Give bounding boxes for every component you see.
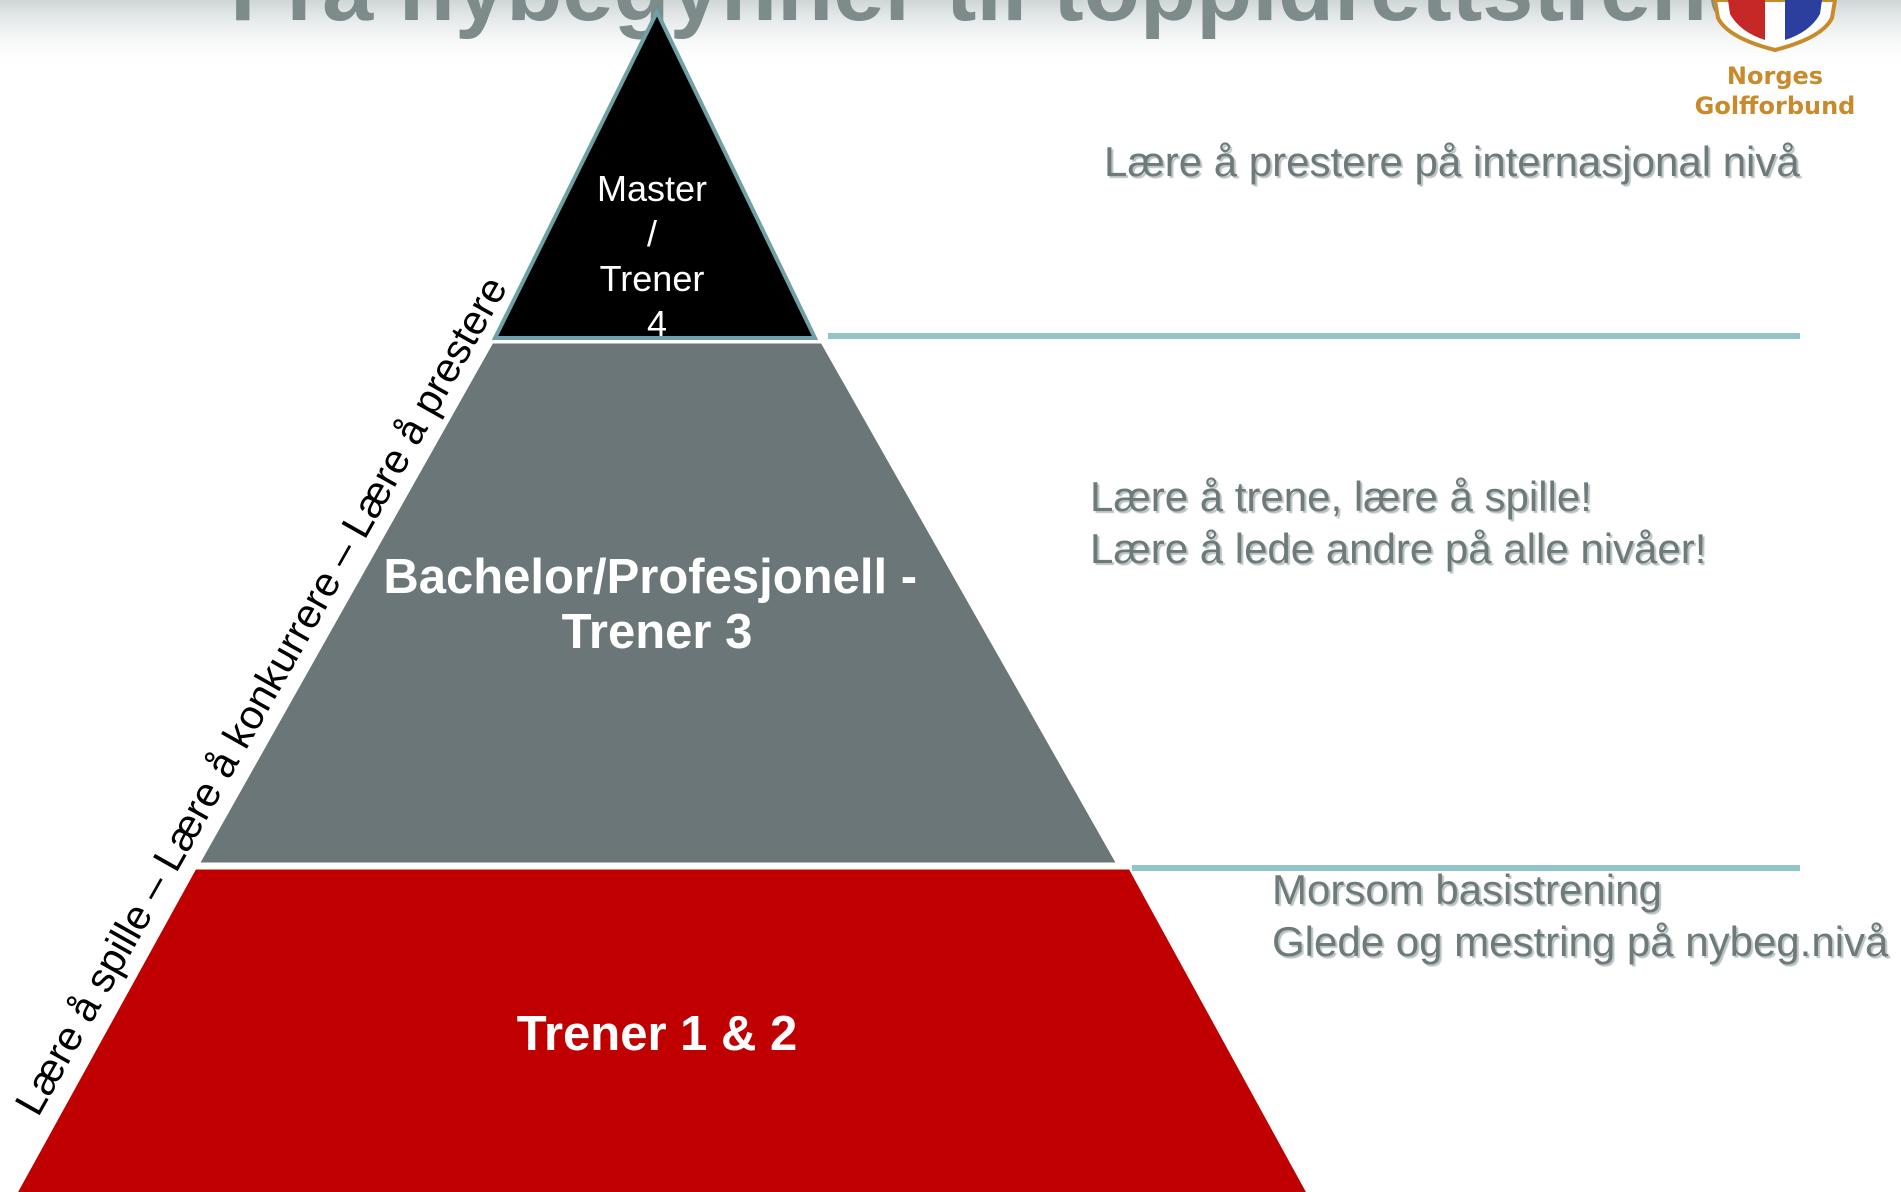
description-top-line1: Lære å prestere på internasjonal nivå xyxy=(1104,138,1800,185)
tier-bottom-shape xyxy=(14,866,1310,1192)
tier-bottom-label: Trener 1 & 2 xyxy=(517,1007,798,1061)
logo-line2: Golfforbund xyxy=(1695,92,1856,120)
description-middle-line1: Lære å trene, lære å spille! xyxy=(1090,473,1592,520)
description-bottom-line2: Glede og mestring på nybeg.nivå xyxy=(1272,918,1889,965)
tier-top-label: Master / Trener 4 xyxy=(597,168,717,344)
tier-top-shape xyxy=(491,7,819,340)
header-background xyxy=(0,0,1901,70)
description-bottom: Morsom basistrening Glede og mestring på… xyxy=(1272,864,1888,968)
tier-top-line3: Trener xyxy=(600,258,705,299)
tier-top-line2: / xyxy=(647,213,657,254)
logo-line1: Norges xyxy=(1727,62,1823,90)
description-bottom-line1: Morsom basistrening xyxy=(1272,866,1662,913)
tier-top-line1: Master xyxy=(597,168,707,209)
tier-bottom-line1: Trener 1 & 2 xyxy=(517,1007,798,1061)
tier-middle-line1: Bachelor/Profesjonell - xyxy=(383,550,917,604)
slide-title: Fra nybegynner til toppidrettstrener xyxy=(230,0,1794,40)
description-top: Lære å prestere på internasjonal nivå xyxy=(1104,136,1800,188)
logo-shield-icon xyxy=(1712,0,1838,53)
norges-golfforbund-logo: Norges Golfforbund xyxy=(1695,0,1856,120)
tier-top-line4: 4 xyxy=(647,303,667,344)
tier-middle-label: Bachelor/Profesjonell - Trener 3 xyxy=(383,550,930,659)
description-middle-line2: Lære å lede andre på alle nivåer! xyxy=(1090,525,1707,572)
tier-middle-line2: Trener 3 xyxy=(562,605,753,659)
description-middle: Lære å trene, lære å spille! Lære å lede… xyxy=(1090,471,1706,575)
tier-middle-shape xyxy=(195,340,1121,866)
